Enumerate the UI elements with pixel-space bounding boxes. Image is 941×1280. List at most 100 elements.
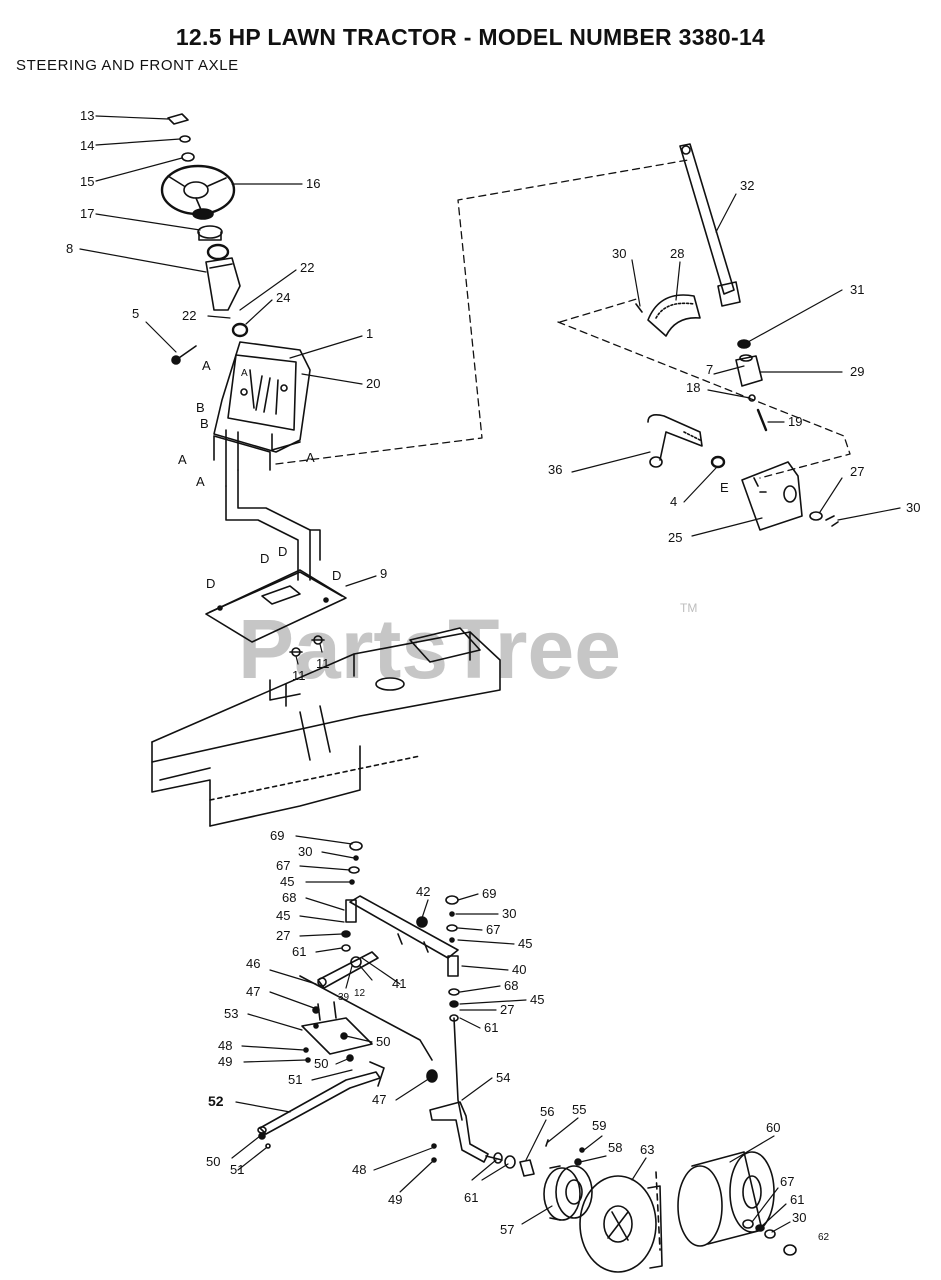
washer-14	[179, 135, 191, 143]
callout-52: 52	[208, 1093, 224, 1109]
callout-57: 57	[500, 1222, 514, 1237]
nut-4	[710, 455, 726, 469]
drag-link-46	[299, 975, 433, 1061]
callout-67-c: 67	[780, 1174, 794, 1189]
plate-bolts-11	[289, 635, 325, 657]
bolt-19	[756, 408, 768, 432]
steering-adapter	[197, 225, 223, 241]
callout-60: 60	[766, 1120, 780, 1135]
callout-8: 8	[66, 241, 73, 256]
callout-D-2: D	[260, 551, 269, 566]
hardware-50-51	[258, 1132, 271, 1149]
callout-11-left: 11	[292, 668, 306, 683]
callout-39: 39	[338, 992, 350, 1003]
callout-58: 58	[608, 1140, 622, 1155]
gear-sector	[635, 294, 701, 337]
steering-support-bracket	[213, 429, 321, 581]
callout-12: 12	[354, 988, 366, 999]
axle-beam-42	[349, 895, 459, 959]
washer-15	[181, 152, 195, 162]
callout-22-lower: 22	[182, 308, 196, 323]
watermark-tm: TM	[680, 601, 697, 615]
steering-wheel	[160, 164, 236, 220]
section-subtitle: STEERING AND FRONT AXLE	[16, 57, 239, 74]
callout-A-left-lower: A	[196, 474, 205, 489]
callout-25: 25	[668, 530, 682, 545]
callout-E: E	[720, 480, 729, 495]
callout-62: 62	[818, 1232, 830, 1243]
callout-7: 7	[706, 362, 713, 377]
hardware-48-49-lower	[431, 1143, 437, 1163]
callout-61-d: 61	[790, 1192, 804, 1207]
callout-15: 15	[80, 174, 94, 189]
callout-D-1: D	[206, 576, 215, 591]
callout-54: 54	[496, 1070, 510, 1085]
callout-30-e: 30	[792, 1210, 806, 1225]
kingpin-line	[453, 1017, 463, 1121]
callout-5: 5	[132, 306, 139, 321]
callout-36: 36	[548, 462, 562, 477]
wheel-hardware	[742, 1219, 797, 1256]
callout-47-upper: 47	[246, 984, 260, 999]
callout-46: 46	[246, 956, 260, 971]
callout-20: 20	[366, 376, 380, 391]
callout-labels: 13 14 15 16 17 8 22 22 24 5 1 20 A B B A…	[66, 108, 920, 1243]
callout-24: 24	[276, 290, 290, 305]
fitting-55	[545, 1139, 549, 1147]
washer-27	[809, 511, 823, 521]
leader-lines	[79, 115, 901, 1233]
callout-45-d: 45	[530, 992, 544, 1007]
tire-60	[677, 1151, 775, 1247]
callout-31: 31	[850, 282, 864, 297]
callout-45-a: 45	[280, 874, 294, 889]
nut-31	[737, 339, 751, 349]
bolt-5	[171, 345, 197, 365]
callout-30-c: 30	[298, 844, 312, 859]
callout-B-upper: B	[196, 400, 205, 415]
small-hardware-58-59	[574, 1147, 585, 1166]
callout-51-lower: 51	[230, 1162, 244, 1177]
callout-48-upper: 48	[218, 1038, 232, 1053]
wheel-hub-57	[543, 1165, 593, 1221]
callout-4: 4	[670, 494, 677, 509]
callout-27-upper: 27	[850, 464, 864, 479]
drag-link-36	[647, 414, 703, 468]
callout-14: 14	[80, 138, 94, 153]
steering-cap	[167, 113, 189, 125]
callout-67-left: 67	[276, 858, 290, 873]
callout-32: 32	[740, 178, 754, 193]
callout-67-right: 67	[486, 922, 500, 937]
callout-D-4: D	[332, 568, 341, 583]
callout-16: 16	[306, 176, 320, 191]
pivot-bracket-53	[301, 1001, 373, 1055]
callout-19: 19	[788, 414, 802, 429]
steering-shaft	[679, 143, 741, 307]
callout-D-3: D	[278, 544, 287, 559]
callout-48-lower: 48	[352, 1162, 366, 1177]
wheel-rim-63	[579, 1175, 663, 1273]
callout-45-b: 45	[276, 908, 290, 923]
callout-53: 53	[224, 1006, 238, 1021]
steering-plate	[205, 569, 347, 643]
pin-30	[825, 515, 839, 527]
callout-59: 59	[592, 1118, 606, 1133]
callout-30-right: 30	[906, 500, 920, 515]
callout-30-d: 30	[502, 906, 516, 921]
callout-13: 13	[80, 108, 94, 123]
callout-61-a: 61	[292, 944, 306, 959]
detail-dash-boundary	[557, 321, 851, 479]
tractor-frame	[151, 627, 501, 827]
callout-40: 40	[512, 962, 526, 977]
watermark: PartsTree TM	[238, 601, 697, 696]
callout-50-a: 50	[376, 1034, 390, 1049]
wheel-axis-dash	[655, 1171, 661, 1251]
ball-joint-47	[426, 1069, 438, 1083]
callout-50-c: 50	[206, 1154, 220, 1169]
tie-rod-41	[317, 951, 379, 989]
callout-A-upper: A	[202, 358, 211, 373]
pinion-29	[735, 354, 763, 387]
callout-A-right: A	[306, 450, 315, 465]
callout-30-upper: 30	[612, 246, 626, 261]
callout-69-left: 69	[270, 828, 284, 843]
callout-49-upper: 49	[218, 1054, 232, 1069]
